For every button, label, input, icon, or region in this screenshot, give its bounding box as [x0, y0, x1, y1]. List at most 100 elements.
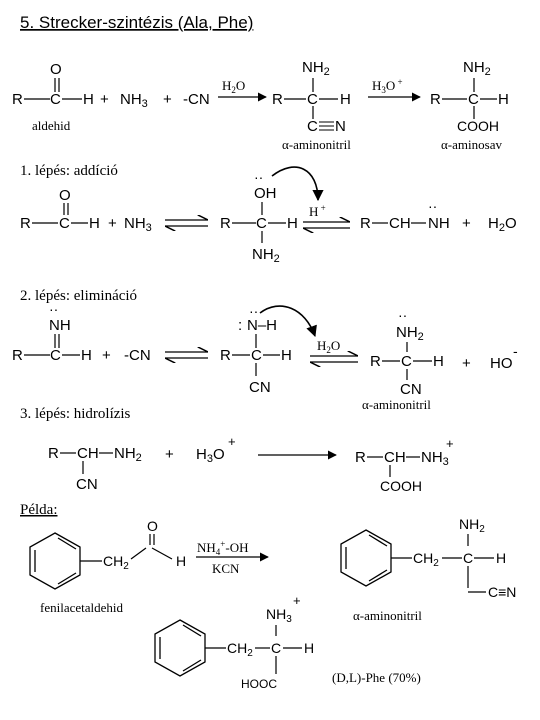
step2-lone-pair-n: ·· [49, 301, 58, 317]
step2-imine-h: H [81, 347, 92, 364]
plus-2: + [163, 91, 172, 108]
step3-hydrolysis: 3. lépés: hidrolízis R CH NH2 CN + H3O +… [20, 406, 454, 494]
nitrile-nh2: NH2 [302, 59, 330, 78]
step2-anion-nh: N–H [247, 317, 277, 334]
example-reagent-bottom: KCN [212, 561, 240, 576]
step2-product-lone-pair: ·· [398, 307, 407, 323]
step3-product-cooh: COOH [380, 478, 422, 494]
step2-elimination: 2. lépés: elimináció ·· NH R C H + -CN :… [12, 288, 518, 412]
aminoacid-c: C [468, 91, 479, 108]
aminoacid-r: R [430, 91, 441, 108]
step2-anion-c: C [251, 347, 262, 364]
step2-equilibrium-arrow-2 [310, 356, 358, 362]
example-product-hooc: HOOC [241, 677, 277, 691]
nitrile-c: C [307, 91, 318, 108]
step3-product-nh3: NH3 [421, 449, 449, 468]
step2-anion-r: R [220, 347, 231, 364]
step1-lone-pair-o: ·· [254, 169, 263, 185]
step2-h2o: H2O [317, 338, 340, 355]
step1-oh: OH [254, 185, 277, 202]
arrow2-label: H3O + [372, 77, 403, 95]
step1-plus: + [108, 215, 117, 232]
step2-nh: NH [49, 317, 71, 334]
example-start-label: fenilacetaldehid [40, 600, 124, 615]
step3-reactant-r: R [48, 445, 59, 462]
benzene-ring-1 [29, 532, 81, 590]
example-reagent-top: NH4+-OH [197, 539, 248, 557]
step2-imine-c: C [50, 347, 61, 364]
step1-imine-lone-pair: ·· [428, 198, 437, 214]
benzene-ring-3 [154, 619, 206, 677]
step1-hemiaminal-r: R [220, 215, 231, 232]
step1-equilibrium-arrow-1 [165, 220, 208, 226]
step2-product-c: C [401, 353, 412, 370]
aldehyde-o: O [50, 61, 62, 78]
step2-plus: + [102, 347, 111, 364]
step2-anion-cn: CN [249, 379, 271, 396]
step2-plus-2: + [462, 355, 471, 372]
cyanide-reagent: -CN [183, 91, 210, 108]
step3-product-ch: CH [384, 449, 406, 466]
plus-1: + [100, 91, 109, 108]
arrow1-label: H2O [222, 78, 245, 95]
example-product-c: C [271, 640, 281, 656]
example-product-label: (D,L)-Phe (70%) [332, 670, 421, 685]
step1-hemiaminal-nh2: NH2 [252, 246, 280, 265]
step1-nh3: NH3 [124, 215, 152, 234]
step3-reactant-ch: CH [77, 445, 99, 462]
step1-heading: 1. lépés: addíció [20, 163, 118, 179]
aldehyde-c: C [50, 91, 61, 108]
step2-cyanide: -CN [124, 347, 151, 364]
step3-h3o: H3O [196, 446, 225, 465]
example-ch2-1: CH2 [103, 553, 129, 572]
step3-reactant-nh2: NH2 [114, 445, 142, 464]
aldehyde-h: H [83, 91, 94, 108]
nitrile-h: H [340, 91, 351, 108]
step3-product-charge: + [446, 436, 454, 451]
aldehyde-r: R [12, 91, 23, 108]
step1-imine-nh: NH [428, 215, 450, 232]
example-product-nh3: NH3 [266, 606, 292, 625]
step2-anion-top-dots: ·· [249, 303, 258, 319]
step2-curved-arrow [259, 305, 317, 338]
example-ch2-3: CH2 [227, 640, 253, 659]
aminoacid-label: α-aminosav [441, 137, 502, 152]
aldehyde-label: aldehid [32, 118, 71, 133]
step2-imine-r: R [12, 347, 23, 364]
step2-product-label: α-aminonitril [362, 397, 431, 412]
nitrile-r: R [272, 91, 283, 108]
example-phenylalanine: Példa: CH2 O H fenilacetaldehid NH4+-OH … [20, 502, 516, 691]
step2-heading: 2. lépés: elimináció [20, 288, 137, 304]
step3-plus: + [165, 446, 174, 463]
step2-product-h: H [433, 353, 444, 370]
step3-reactant-cn: CN [76, 476, 98, 493]
step1-aldehyde-r: R [20, 215, 31, 232]
example-nitrile-label: α-aminonitril [353, 608, 422, 623]
step2-product-cn: CN [400, 381, 422, 398]
aminoacid-cooh: COOH [457, 118, 499, 134]
example-ch2-2: CH2 [413, 550, 439, 569]
step2-ho: HO [490, 355, 513, 372]
step1-aldehyde-o: O [59, 187, 71, 204]
example-product-charge: + [293, 593, 301, 608]
step1-hplus: H + [309, 203, 326, 219]
example-nitrile-cn: C≡N [488, 584, 516, 600]
step3-h3o-charge: + [228, 434, 236, 449]
step2-product-nh2: NH2 [396, 324, 424, 343]
aminoacid-nh2: NH2 [463, 59, 491, 78]
nitrile-cn-n: N [335, 118, 346, 135]
step1-plus-2: + [462, 215, 471, 232]
step2-anion-h: H [281, 347, 292, 364]
step1-aldehyde-c: C [59, 215, 70, 232]
example-nitrile-nh2: NH2 [459, 516, 485, 535]
step1-hemiaminal-h: H [287, 215, 298, 232]
step1-equilibrium-arrow-2 [303, 222, 350, 228]
step2-ho-charge: - [513, 343, 518, 359]
step2-equilibrium-arrow-1 [165, 352, 208, 358]
example-nitrile-h: H [496, 550, 506, 566]
step1-h2o: H2O [488, 215, 517, 234]
page-title: 5. Strecker-szintézis (Ala, Phe) [20, 13, 253, 32]
example-heading: Példa: [20, 502, 58, 518]
step1-imine-r: R [360, 215, 371, 232]
step1-curved-arrow [271, 166, 324, 202]
